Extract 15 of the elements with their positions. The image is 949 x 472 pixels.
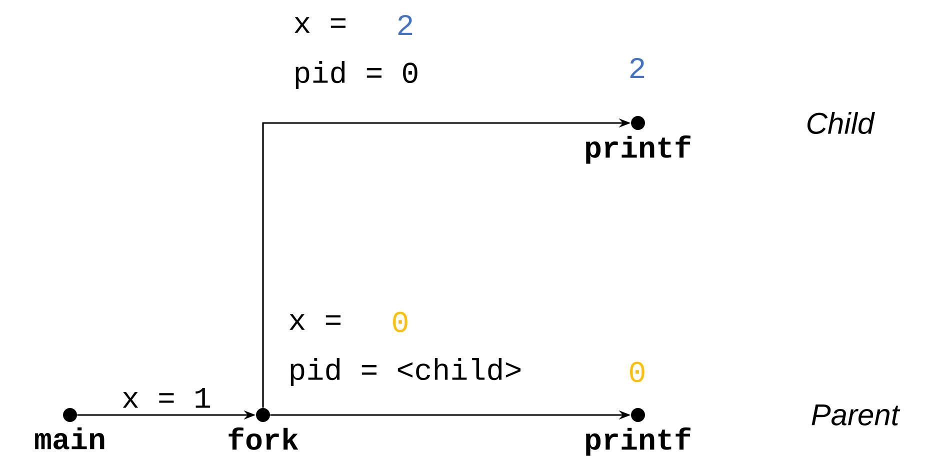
node-label: printf [586, 135, 690, 164]
value-text: x = [290, 314, 340, 330]
edge-label: x = 1 [120, 387, 213, 409]
value-text: 2 [398, 14, 412, 36]
value-text: x = [294, 17, 346, 33]
node-label: printf [586, 427, 690, 456]
value-text: 2 [630, 58, 644, 78]
value-text: pid = 0 [296, 61, 418, 89]
caption: Parent [812, 404, 900, 426]
node-label: main [35, 427, 104, 450]
value-text: 0 [630, 362, 644, 382]
caption: Child [808, 112, 875, 134]
node-label: fork [228, 427, 298, 450]
value-text: pid = <child> [290, 358, 520, 386]
value-text: 0 [393, 312, 408, 332]
